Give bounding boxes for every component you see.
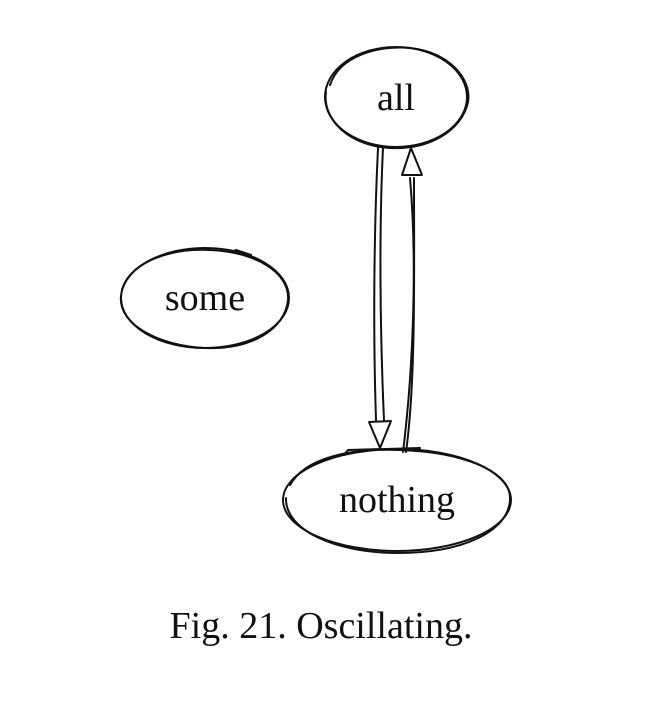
edge-nothing-to-all-arrowhead <box>401 147 423 176</box>
node-some: some <box>119 247 290 350</box>
figure-caption: Fig. 21. Oscillating. <box>169 605 473 647</box>
edge-nothing-to-all-line <box>402 177 415 453</box>
node-nothing-outline-tail <box>343 447 421 456</box>
node-all: all <box>324 46 470 150</box>
edge-all-to-nothing-line <box>373 147 379 421</box>
node-nothing: nothing <box>282 447 512 554</box>
node-nothing-label: nothing <box>339 479 455 521</box>
node-nothing-outline-stroke <box>284 448 512 554</box>
edge-all-to-nothing <box>368 147 392 449</box>
edge-all-to-nothing-line-2 <box>379 147 385 421</box>
edge-nothing-to-all <box>401 147 423 453</box>
edge-all-to-nothing-arrowhead <box>368 420 392 449</box>
edge-nothing-to-all-line-2 <box>405 177 416 453</box>
node-all-label: all <box>377 77 415 119</box>
node-some-outline-stroke <box>119 248 290 350</box>
node-some-outline-tail <box>231 249 252 256</box>
node-all-outline-stroke <box>324 46 470 150</box>
node-some-label: some <box>165 277 245 319</box>
